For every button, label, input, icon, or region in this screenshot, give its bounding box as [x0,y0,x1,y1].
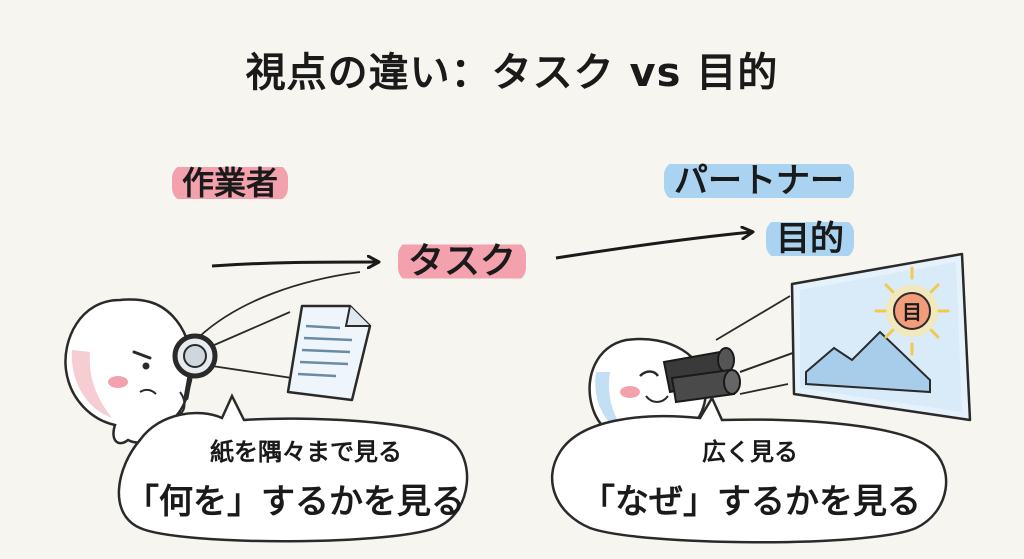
document-icon [286,304,372,402]
worker-bubble-small-text: 紙を隅々まで見る [210,438,402,466]
partner-bubble-small-text: 広く見る [702,438,798,466]
magnifier-icon [172,333,218,401]
sun-icon: 目 [874,266,950,356]
purpose-text: 目的 [766,219,854,259]
page-title: 視点の違い：タスク vs 目的 [245,50,779,96]
partner-sight-line-top [715,295,791,341]
task-text: タスク [398,241,527,282]
purpose-label: 目的 [766,211,854,260]
worker-role-text: 作業者 [172,164,289,202]
arrow-worker-to-task [211,262,378,266]
partner-speech-bubble [550,395,948,544]
task-label: タスク [398,232,527,284]
worker-speech-bubble [117,393,469,543]
partner-sight-line-bottom [739,383,789,395]
binoculars-icon [662,347,741,404]
partner-role-text: パートナー [664,161,854,201]
partner-bubble-big-text: 「なぜ」するかを見る [581,482,921,522]
landscape-picture [790,252,972,422]
worker-role-label: 作業者 [172,158,289,204]
worker-bubble-big-text: 「何を」するかを見る [125,482,465,522]
worker-sight-line-top [211,311,291,347]
arrow-task-to-purpose [555,232,752,260]
partner-role-label: パートナー [664,153,854,202]
sun-label: 目 [902,300,922,324]
worker-sight-line-bottom [211,365,293,379]
worker-focus-curve [199,271,361,337]
